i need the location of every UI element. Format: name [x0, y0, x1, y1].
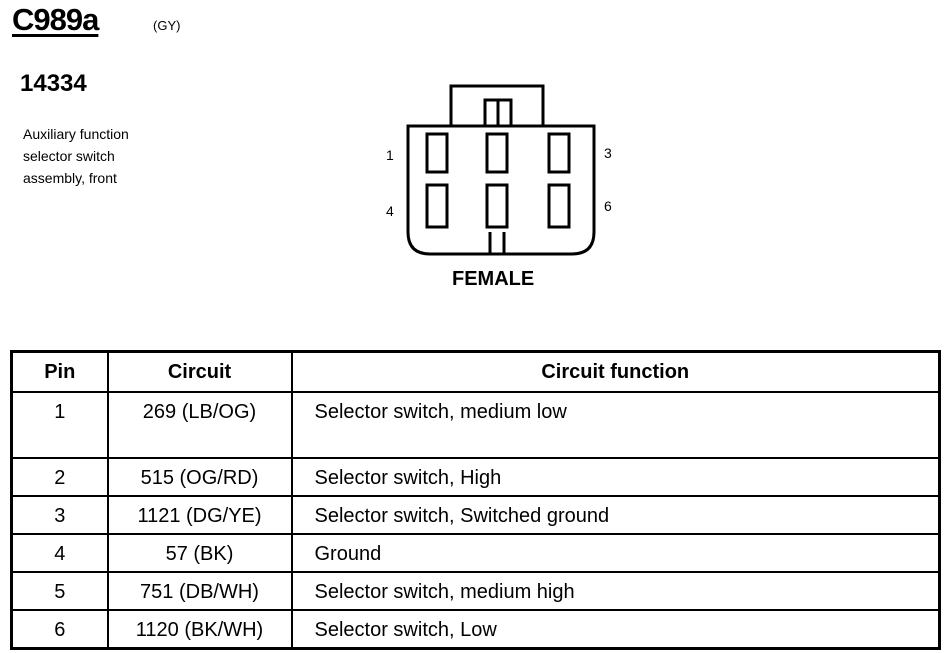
cell-function: Selector switch, Switched ground — [290, 495, 941, 535]
pin-table: Pin Circuit Circuit function 1 269 (LB/O… — [10, 350, 941, 650]
connector-body — [406, 124, 596, 256]
cell-circuit: 1121 (DG/YE) — [106, 495, 293, 535]
component-description: Auxiliary function selector switch assem… — [23, 123, 223, 189]
cell-circuit: 57 (BK) — [106, 533, 293, 573]
cell-pin: 5 — [10, 571, 109, 611]
connector-gender-label: FEMALE — [452, 268, 535, 290]
table-row: 2 515 (OG/RD) Selector switch, High — [10, 457, 941, 497]
table-header-row: Pin Circuit Circuit function — [10, 350, 941, 393]
cell-pin: 4 — [10, 533, 109, 573]
description-line: assembly, front — [23, 170, 117, 186]
pin-cavity — [547, 132, 571, 174]
cell-function: Ground — [290, 533, 941, 573]
description-line: Auxiliary function — [23, 126, 129, 142]
cell-circuit: 751 (DB/WH) — [106, 571, 293, 611]
pin-cavity — [547, 183, 571, 229]
description-line: selector switch — [23, 148, 115, 164]
table-row: 3 1121 (DG/YE) Selector switch, Switched… — [10, 495, 941, 535]
pin-label: 4 — [386, 203, 394, 219]
cell-pin: 1 — [10, 391, 109, 459]
cell-circuit: 1120 (BK/WH) — [106, 609, 293, 650]
table-row: 5 751 (DB/WH) Selector switch, medium hi… — [10, 571, 941, 611]
column-header-circuit: Circuit — [106, 350, 293, 393]
connector-diagram: 1 3 4 6 — [386, 84, 612, 256]
cell-function: Selector switch, Low — [290, 609, 941, 650]
column-header-function: Circuit function — [290, 350, 941, 393]
pin-label: 1 — [386, 147, 394, 163]
pin-label: 3 — [604, 145, 612, 161]
column-header-pin: Pin — [10, 350, 109, 393]
cell-function: Selector switch, High — [290, 457, 941, 497]
table-row: 1 269 (LB/OG) Selector switch, medium lo… — [10, 391, 941, 459]
cell-circuit: 515 (OG/RD) — [106, 457, 293, 497]
connector-id: C989a — [12, 2, 99, 37]
table-row: 4 57 (BK) Ground — [10, 533, 941, 573]
cell-function: Selector switch, medium low — [290, 391, 941, 459]
cell-function: Selector switch, medium high — [290, 571, 941, 611]
pin-label: 6 — [604, 198, 612, 214]
cell-pin: 2 — [10, 457, 109, 497]
pin-cavity — [425, 183, 449, 229]
pin-cavity — [425, 132, 449, 174]
cell-pin: 3 — [10, 495, 109, 535]
pin-cavity — [485, 183, 509, 229]
cell-pin: 6 — [10, 609, 109, 650]
table-row: 6 1120 (BK/WH) Selector switch, Low — [10, 609, 941, 650]
pin-cavity — [485, 132, 509, 174]
cell-circuit: 269 (LB/OG) — [106, 391, 293, 459]
connector-color: (GY) — [153, 18, 181, 33]
component-number: 14334 — [20, 70, 87, 97]
